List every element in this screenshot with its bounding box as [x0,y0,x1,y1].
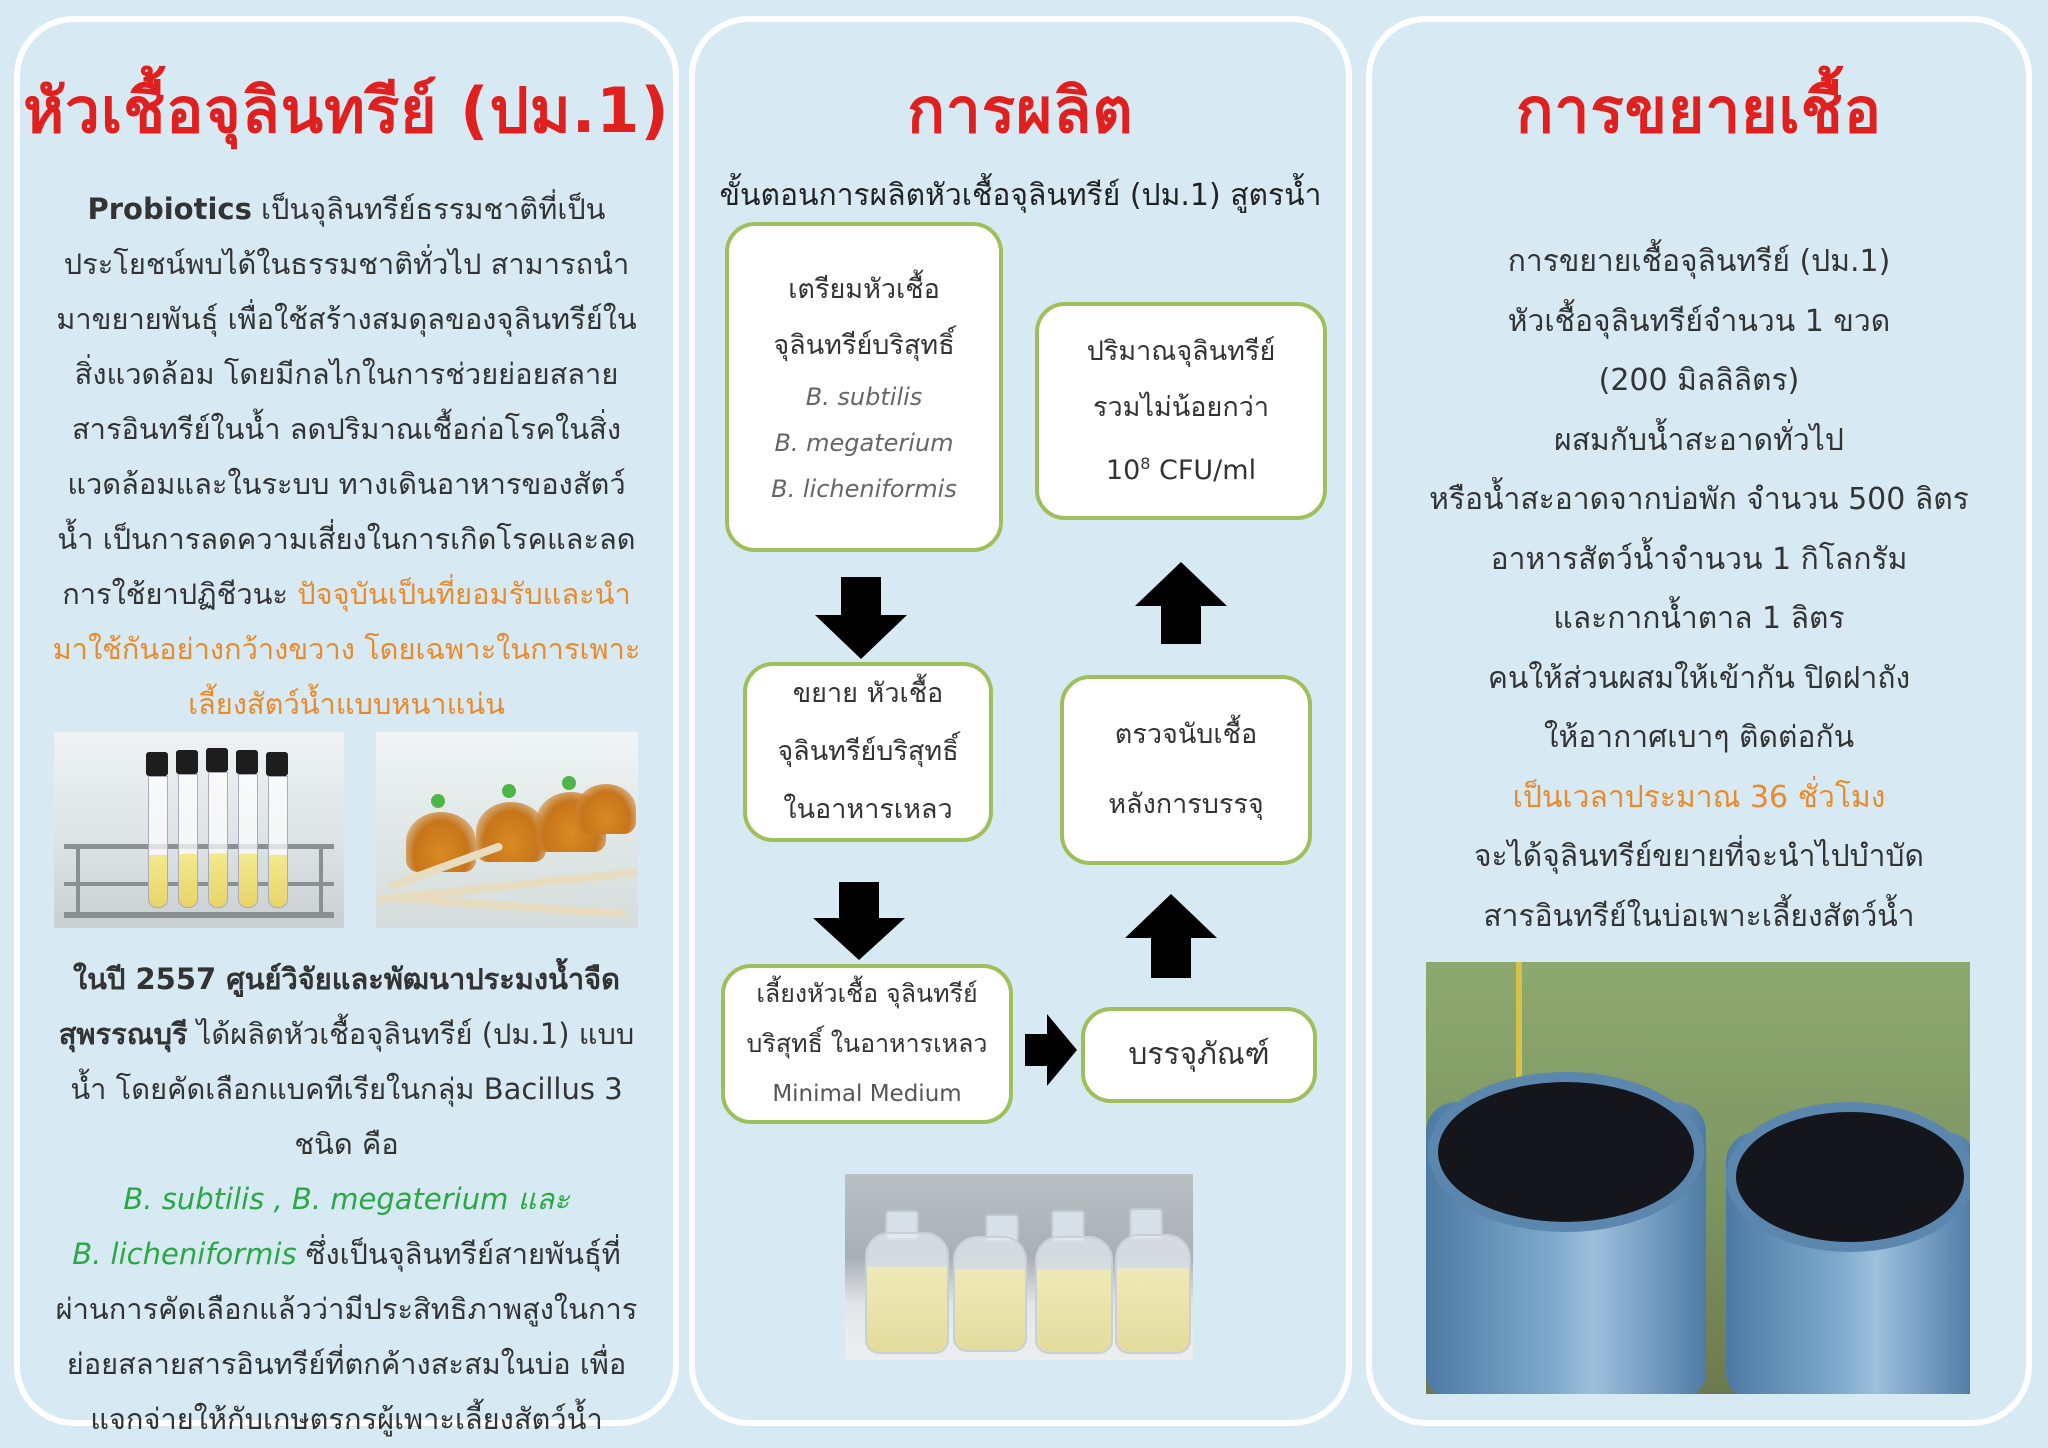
cfu-line: 108 CFU/ml [1106,436,1256,499]
instruction-line: หัวเชื้อจุลินทรีย์จำนวน 1 ขวด [1507,303,1891,339]
species-name: B. licheniformis [771,475,957,503]
step-line: บรรจุภัณฑ์ [1128,1037,1270,1072]
step-culture-minimal-medium: เลี้ยงหัวเชื้อ จุลินทรีย์ บริสุทธิ์ ในอา… [721,964,1013,1124]
barrels-photo [1426,962,1970,1394]
arrow-down-icon [815,577,907,659]
intro-paragraph: Probiotics เป็นจุลินทรีย์ธรรมชาติที่เป็น… [50,182,643,732]
instruction-line: ให้อากาศเบาๆ ติดต่อกัน [1543,720,1855,755]
production-subtitle: ขั้นตอนการผลิตหัวเชื้อจุลินทรีย์ (ปม.1) … [719,178,1322,213]
cfu-base: 10 [1105,454,1141,486]
instruction-line: ผสมกับน้ำสะอาดทั่วไป [1554,422,1844,458]
culture-jugs-photo [845,1174,1193,1360]
duration-highlight: เป็นเวลาประมาณ 36 ชั่วโมง [1512,779,1886,815]
panel-title: หัวเชื้อจุลินทรีย์ (ปม.1) [23,74,670,147]
arrow-right-icon [1025,1014,1077,1086]
step-microbe-count-result: ปริมาณจุลินทรีย์ รวมไม่น้อยกว่า 108 CFU/… [1035,302,1327,520]
step-line: บริสุทธิ์ ในอาหารเหลว [746,1029,988,1058]
instruction-line: การขยายเชื้อจุลินทรีย์ (ปม.1) [1507,244,1891,279]
panel-title: การผลิต [907,74,1134,147]
step-line: จุลินทรีย์บริสุทธิ์ [773,330,955,361]
bacillus-paragraph: ในปี 2557 ศูนย์วิจัยและพัฒนาประมงน้ำจืดส… [50,952,643,1447]
panel-title: การขยายเชื้อ [1515,74,1882,147]
arrow-up-icon [1135,562,1227,644]
species-list-1: B. subtilis , B. megaterium และ [123,1182,570,1216]
species-name: B. subtilis [805,383,923,411]
para2-text: ได้ผลิตหัวเชื้อจุลินทรีย์ (ปม.1) แบบน้ำ … [70,1017,635,1161]
step-line: ตรวจนับเชื้อ [1114,719,1258,750]
instruction-line: จะได้จุลินทรีย์ขยายที่จะนำไปบำบัด [1473,839,1925,874]
instruction-line: อาหารสัตว์น้ำจำนวน 1 กิโลกรัม [1490,541,1908,577]
step-prepare-culture: เตรียมหัวเชื้อ จุลินทรีย์บริสุทธิ์ B. su… [725,222,1003,552]
panel-probiotics: หัวเชื้อจุลินทรีย์ (ปม.1) Probiotics เป็… [14,16,679,1436]
instruction-line: หรือน้ำสะอาดจากบ่อพัก จำนวน 500 ลิตร [1429,482,1969,517]
step-line: เลี้ยงหัวเชื้อ จุลินทรีย์ [756,979,978,1008]
step-line: ปริมาณจุลินทรีย์ [1086,335,1276,367]
flasks-photo [376,732,638,928]
species-list-2: B. licheniformis [72,1237,297,1271]
step-line: ขยาย หัวเชื้อ [792,678,944,709]
panel-production: การผลิต ขั้นตอนการผลิตหัวเชื้อจุลินทรีย์… [689,16,1352,1426]
step-line: หลังการบรรจุ [1108,789,1264,820]
cfu-unit: CFU/ml [1150,454,1257,486]
intro-text: เป็นจุลินทรีย์ธรรมชาติที่เป็นประโยชน์พบไ… [56,192,637,611]
step-line: Minimal Medium [772,1081,962,1107]
step-line: ในอาหารเหลว [783,794,953,825]
expansion-instructions: การขยายเชื้อจุลินทรีย์ (ปม.1) หัวเชื้อจุ… [1402,232,1996,946]
instruction-line: คนให้ส่วนผสมให้เข้ากัน ปิดฝาถัง [1487,660,1911,696]
step-line: รวมไม่น้อยกว่า [1092,391,1269,423]
test-tubes-photo [54,732,344,928]
step-count-after-packing: ตรวจนับเชื้อ หลังการบรรจุ [1060,675,1312,865]
intro-bold: Probiotics [87,192,252,226]
para2-end: ซึ่งเป็นจุลินทรีย์สายพันธุ์ที่ผ่านการคัด… [55,1237,638,1436]
arrow-down-icon [813,882,905,960]
instruction-line: และกากน้ำตาล 1 ลิตร [1553,601,1845,636]
arrow-up-icon [1125,894,1217,978]
panel-expansion: การขยายเชื้อ การขยายเชื้อจุลินทรีย์ (ปม.… [1366,16,2032,1426]
step-packaging: บรรจุภัณฑ์ [1081,1007,1317,1103]
species-name: B. megaterium [774,429,954,457]
instruction-line: สารอินทรีย์ในบ่อเพาะเลี้ยงสัตว์น้ำ [1483,898,1915,934]
step-line: เตรียมหัวเชื้อ [788,274,940,305]
instruction-line: (200 มิลลิลิตร) [1598,363,1800,398]
intro-highlight: ปัจจุบันเป็นที่ยอมรับและนำมาใช้กันอย่างก… [52,577,641,721]
para2-bold: ในปี 2557 ศูนย์วิจัยและพัฒนาประมงน้ำจืดส… [58,962,621,1051]
cfu-exponent: 8 [1140,453,1151,473]
step-line: จุลินทรีย์บริสุทธิ์ [777,736,959,767]
step-expand-culture: ขยาย หัวเชื้อ จุลินทรีย์บริสุทธิ์ ในอาหา… [743,662,993,842]
